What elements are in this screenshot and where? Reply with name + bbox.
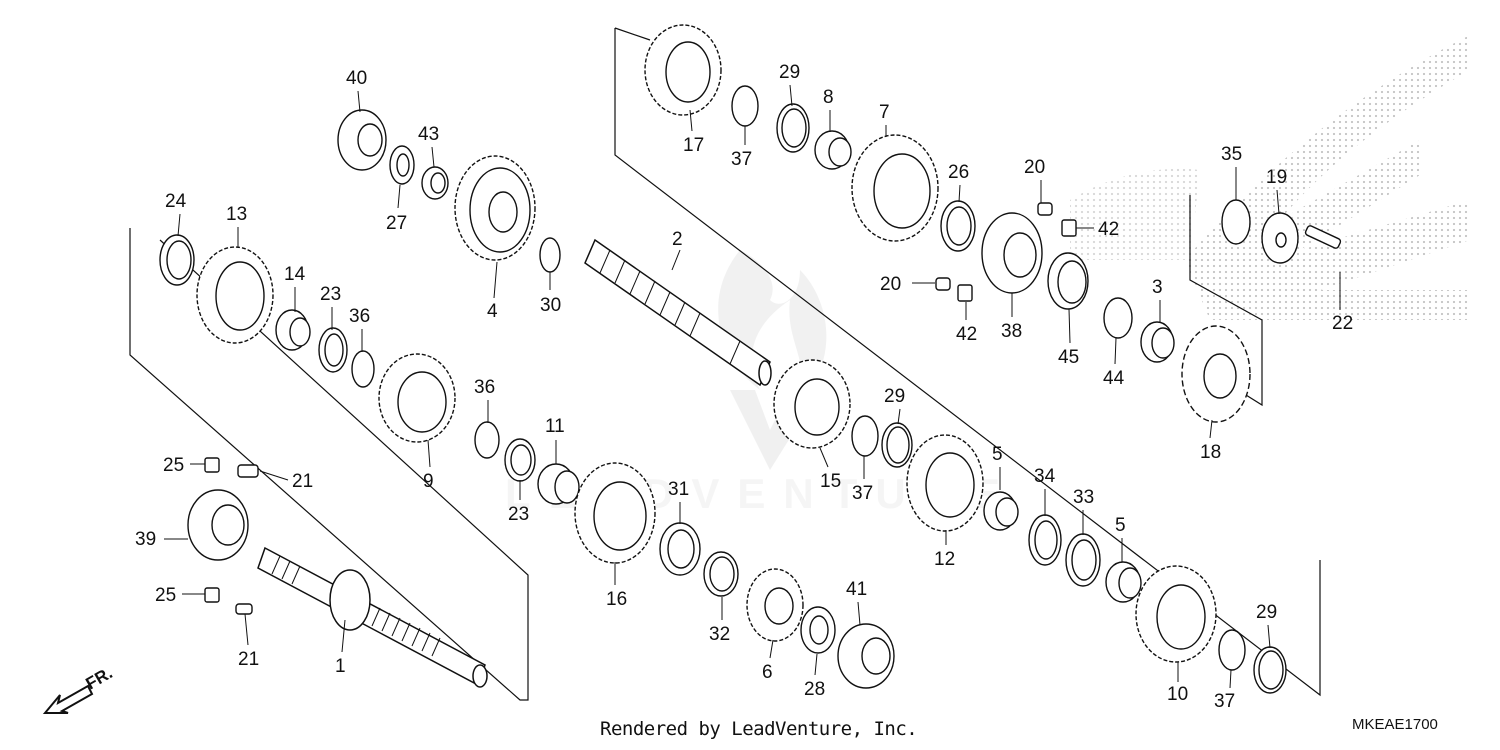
callout-25b: 25 xyxy=(155,585,176,606)
callout-37a: 37 xyxy=(731,149,752,170)
callout-9: 9 xyxy=(423,471,434,492)
callout-2: 2 xyxy=(672,229,683,250)
callout-8: 8 xyxy=(823,87,834,108)
callout-24: 24 xyxy=(165,191,187,212)
callout-29a: 29 xyxy=(779,62,800,83)
callout-44: 44 xyxy=(1103,368,1125,389)
callout-37b: 37 xyxy=(852,483,873,504)
callout-39: 39 xyxy=(135,529,156,550)
callout-34: 34 xyxy=(1034,466,1056,487)
callout-42b: 42 xyxy=(956,324,977,345)
callout-21b: 21 xyxy=(238,649,259,670)
diagram-code: MKEAE1700 xyxy=(1352,716,1438,733)
callout-11: 11 xyxy=(545,416,565,437)
callout-15: 15 xyxy=(820,471,841,492)
gears-and-bearings xyxy=(159,24,1342,694)
callout-37c: 37 xyxy=(1214,691,1235,712)
callout-36b: 36 xyxy=(474,377,495,398)
callout-13: 13 xyxy=(226,204,247,225)
callout-22: 22 xyxy=(1332,313,1353,334)
leader-lines xyxy=(164,84,1341,689)
callout-40: 40 xyxy=(346,68,367,89)
callout-30: 30 xyxy=(540,295,561,316)
honda-wing-logo xyxy=(1070,35,1470,320)
countershaft xyxy=(584,238,772,387)
callout-14: 14 xyxy=(284,264,306,285)
callout-29c: 29 xyxy=(1256,602,1277,623)
callout-42a: 42 xyxy=(1098,219,1119,240)
callout-26: 26 xyxy=(948,162,969,183)
callout-18: 18 xyxy=(1200,442,1221,463)
callout-19: 19 xyxy=(1266,167,1287,188)
callout-6: 6 xyxy=(762,662,773,683)
callout-27: 27 xyxy=(386,213,407,234)
callout-17: 17 xyxy=(683,135,704,156)
callout-20b: 20 xyxy=(880,274,901,295)
callout-labels: 1 2 3 4 5 5 6 7 8 9 10 11 12 13 14 15 16… xyxy=(135,62,1353,712)
callout-31: 31 xyxy=(668,479,689,500)
callout-45: 45 xyxy=(1058,347,1079,368)
callout-4: 4 xyxy=(487,301,498,322)
callout-41: 41 xyxy=(846,579,867,600)
callout-7: 7 xyxy=(879,102,890,123)
callout-38: 38 xyxy=(1001,321,1022,342)
callout-28: 28 xyxy=(804,679,825,700)
callout-5a: 5 xyxy=(992,444,1003,465)
callout-1: 1 xyxy=(335,656,346,677)
callout-23a: 23 xyxy=(320,284,341,305)
callout-20a: 20 xyxy=(1024,157,1045,178)
callout-10: 10 xyxy=(1167,684,1188,705)
callout-21a: 21 xyxy=(292,471,313,492)
callout-23b: 23 xyxy=(508,504,529,525)
callout-16: 16 xyxy=(606,589,627,610)
front-direction-arrow: FR. xyxy=(42,663,116,714)
callout-3: 3 xyxy=(1152,277,1163,298)
callout-12: 12 xyxy=(934,549,955,570)
callout-32: 32 xyxy=(709,624,730,645)
callout-35: 35 xyxy=(1221,144,1242,165)
rendered-by-footer: Rendered by LeadVenture, Inc. xyxy=(600,718,918,740)
callout-36a: 36 xyxy=(349,306,370,327)
callout-33: 33 xyxy=(1073,487,1094,508)
callout-29b: 29 xyxy=(884,386,905,407)
callout-25a: 25 xyxy=(163,455,184,476)
mainshaft xyxy=(257,546,488,688)
callout-43: 43 xyxy=(418,124,439,145)
callout-5b: 5 xyxy=(1115,515,1126,536)
